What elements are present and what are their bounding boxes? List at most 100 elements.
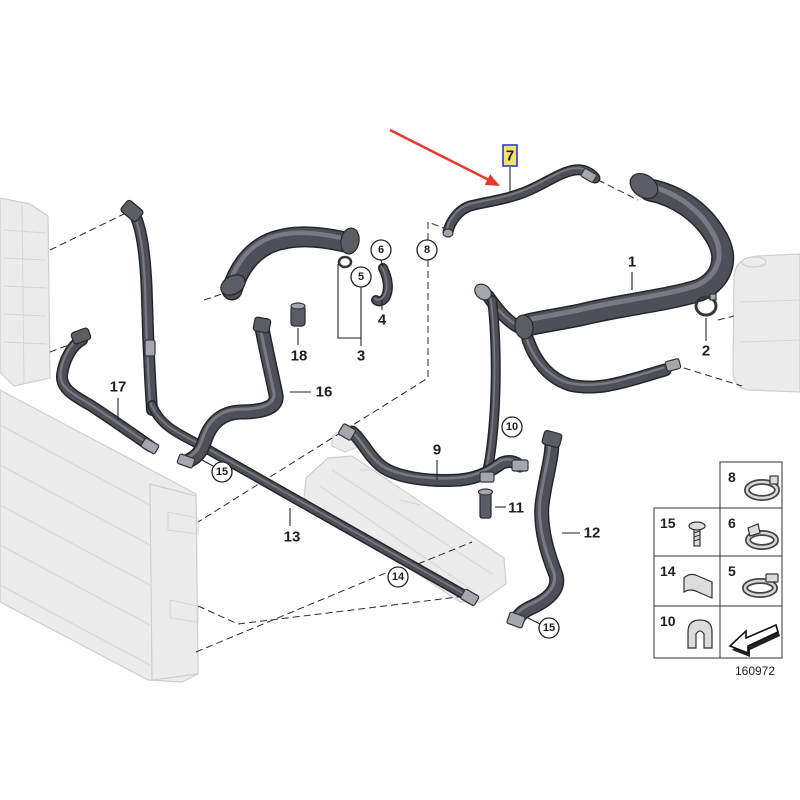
hose-7 xyxy=(444,165,599,236)
diagram-number: 160972 xyxy=(735,664,775,678)
callout-14-circled: 14 xyxy=(387,566,409,588)
hose-7-outline xyxy=(442,164,601,238)
legend-cell-8: 8 xyxy=(719,461,783,509)
screw-thread-icon xyxy=(693,530,701,542)
pipe-13-end-fitting xyxy=(460,588,480,607)
legend-label-14: 14 xyxy=(660,563,676,579)
callout-6-circled: 6 xyxy=(370,239,392,261)
vertical-hose-top-fitting xyxy=(120,199,144,223)
hose-10-bottom-fitting xyxy=(479,471,495,483)
callout-9: 9 xyxy=(433,442,441,459)
lower-branch-fitting xyxy=(664,358,682,372)
leader-15-upper xyxy=(201,459,214,467)
legend-cell-10: 10 xyxy=(653,605,721,659)
callout-14-circle xyxy=(387,566,409,588)
part-18-top xyxy=(290,302,306,310)
hose-17-bottom-fitting xyxy=(140,437,160,455)
clamp-5 xyxy=(337,255,353,269)
hose-vertical-left-shine xyxy=(132,211,152,410)
callout-15-lower-circled: 15 xyxy=(538,617,560,639)
hose-4-shine xyxy=(373,265,388,301)
callout-3: 3 xyxy=(357,348,365,365)
hoses xyxy=(56,164,735,626)
parts-legend: 8 15 6 14 5 xyxy=(653,461,783,678)
upper-branch-fitting xyxy=(474,283,492,301)
dashed-line xyxy=(197,595,467,625)
red-pointer-arrow xyxy=(389,128,500,186)
callout-15-lower-circle xyxy=(538,617,560,639)
dashed-line xyxy=(195,571,389,653)
radiator-core xyxy=(0,389,199,683)
callout-15-upper-circle xyxy=(211,461,233,483)
hose-16-top-connector xyxy=(252,316,272,334)
hose-1-shine xyxy=(521,183,722,324)
dashed-line xyxy=(49,342,75,353)
callout-10-circle xyxy=(501,416,523,438)
callout-15-upper-circled: 15 xyxy=(211,461,233,483)
hose-7-left-fitting xyxy=(442,228,454,238)
callout-13: 13 xyxy=(284,529,301,546)
legend-cell-15: 15 xyxy=(653,507,721,557)
direction-arrow-icon xyxy=(728,623,779,655)
hose-12-top-fitting xyxy=(541,429,563,449)
legend-cell-arrow xyxy=(719,605,783,659)
callout-6-circle xyxy=(370,239,392,261)
callout-8-circle xyxy=(416,239,438,261)
ghost-component-body xyxy=(0,197,51,387)
callout-10: 10 xyxy=(506,421,518,433)
ghost-radiator xyxy=(0,389,199,683)
callout-8: 8 xyxy=(424,244,430,256)
oil-cooler-lines xyxy=(319,469,493,591)
legend-label-15: 15 xyxy=(660,515,676,531)
callout-5: 5 xyxy=(358,271,364,283)
callout-5-circle xyxy=(350,266,372,288)
clamp-2 xyxy=(694,295,718,317)
radiator-tank-details xyxy=(167,511,199,623)
bracket-icon xyxy=(683,573,713,599)
ghost-component-lines xyxy=(3,204,47,385)
hose-upper-3-shine xyxy=(226,230,345,289)
legend-label-10: 10 xyxy=(660,613,676,629)
expansion-tank-lines xyxy=(739,299,800,343)
hose-12-bottom-fitting xyxy=(506,611,526,629)
callout-2: 2 xyxy=(702,343,710,360)
callout-17: 17 xyxy=(110,379,127,396)
legend-cell-frame xyxy=(653,507,721,557)
upper-hose-right-connector xyxy=(340,227,360,255)
screw-head-icon xyxy=(688,521,706,531)
callout-7-highlight-box xyxy=(502,144,518,167)
callout-1: 1 xyxy=(628,254,636,271)
hose-12-shine xyxy=(514,437,557,617)
expansion-tank-body xyxy=(732,253,800,393)
legend-cell-6: 6 xyxy=(719,507,783,557)
callout-12: 12 xyxy=(584,525,601,542)
worm-clamp-icon-highlight xyxy=(743,579,777,597)
dashed-line xyxy=(197,260,429,523)
callout-4: 4 xyxy=(378,312,387,329)
legend-cell-14: 14 xyxy=(653,555,721,607)
callout-18: 18 xyxy=(291,348,308,365)
hose-9-right-fitting xyxy=(511,459,529,472)
callout-14: 14 xyxy=(392,571,405,583)
hose-upper-3 xyxy=(223,227,354,299)
arrow-shaft xyxy=(389,128,490,182)
part-11-ring xyxy=(477,488,494,496)
dashed-line xyxy=(683,367,743,387)
hose-17-top-fitting xyxy=(70,327,92,345)
callout-16: 16 xyxy=(316,384,333,401)
ghost-component-upper-left xyxy=(0,197,51,387)
hose-7-right-fitting xyxy=(580,168,597,183)
hose-17-shine xyxy=(59,336,150,446)
callout-10-circled: 10 xyxy=(501,416,523,438)
hose-7-shine xyxy=(445,167,595,232)
callout-labels: 1 2 3 4 5 6 7 8 9 10 11 12 13 14 xyxy=(110,144,710,639)
leader-6 xyxy=(380,259,384,268)
upper-hose-left-connector xyxy=(220,274,246,296)
radiator-tank xyxy=(149,483,199,681)
hose-10 xyxy=(482,296,500,479)
radiator-fins xyxy=(0,424,151,666)
fittings xyxy=(70,168,718,629)
expansion-tank-cap xyxy=(741,256,767,268)
legend-cell-5: 5 xyxy=(719,555,783,607)
